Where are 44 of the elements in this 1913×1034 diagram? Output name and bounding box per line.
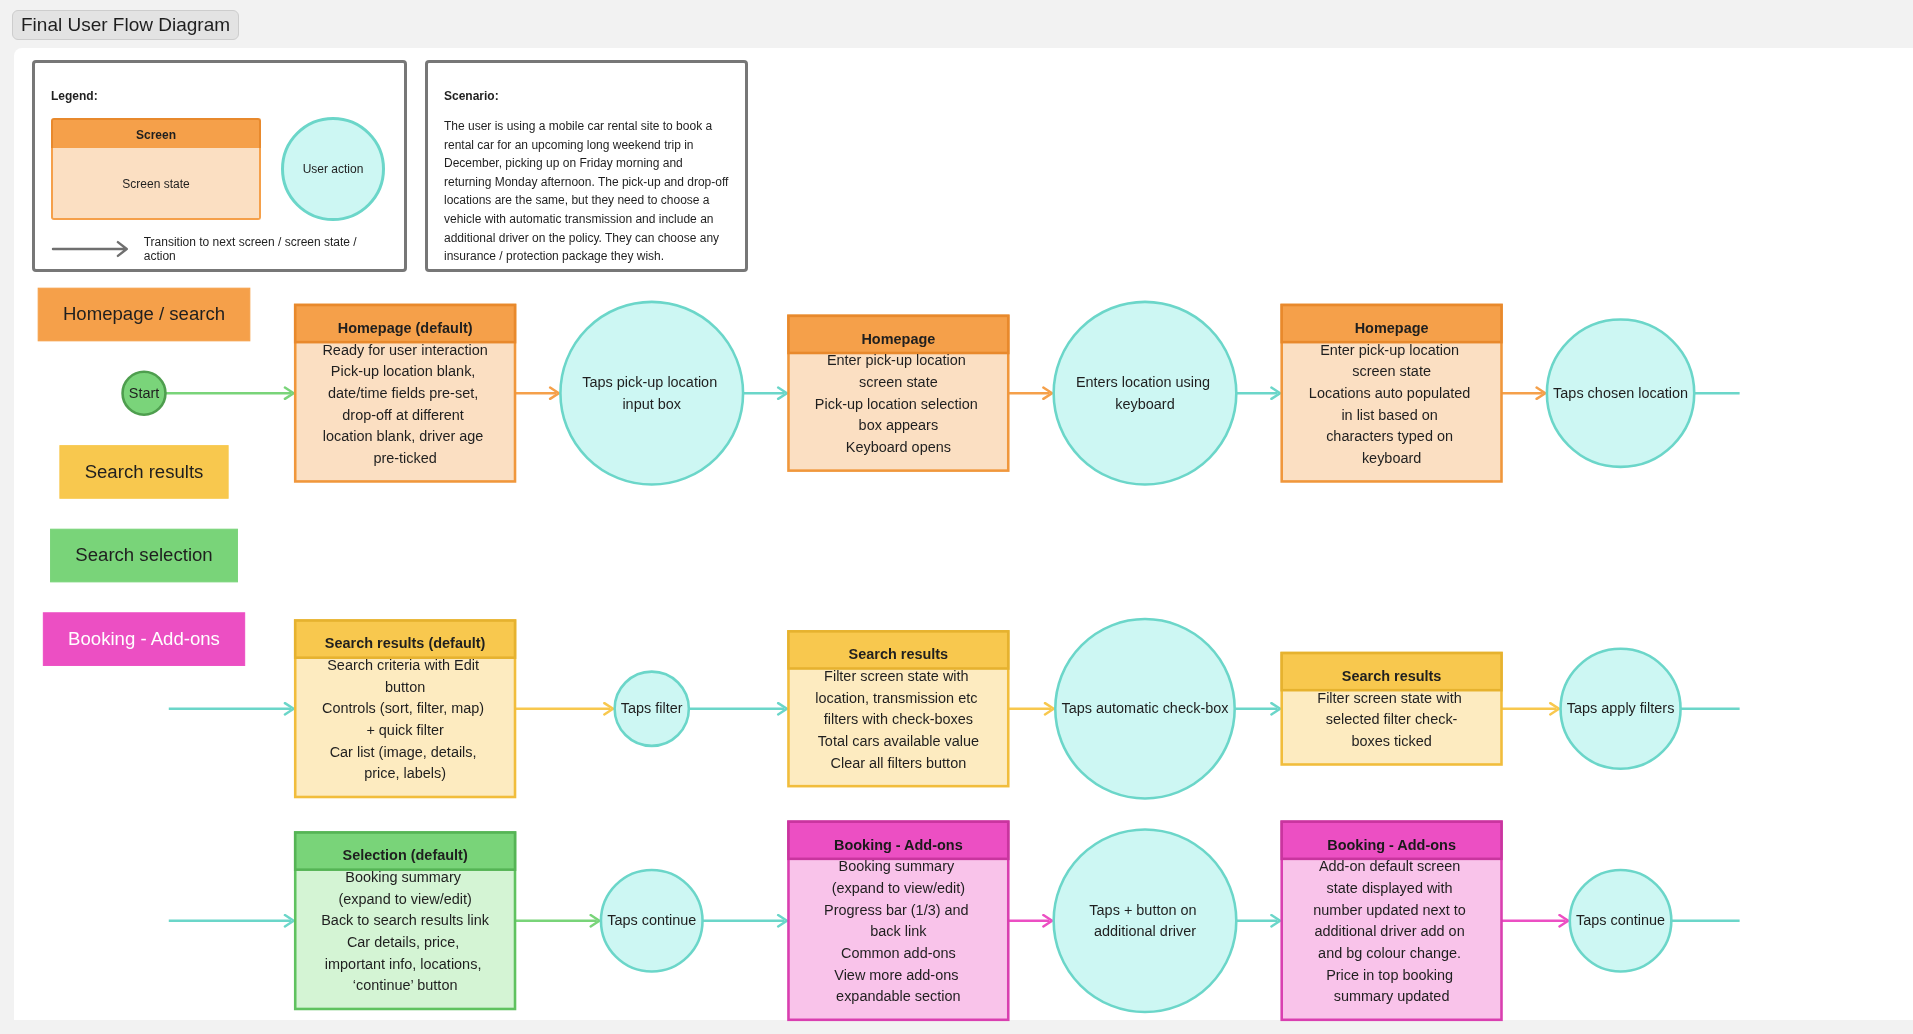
arrow — [1008, 701, 1055, 716]
arrow — [515, 386, 561, 401]
legend-heading: Legend: — [51, 89, 99, 103]
node-circle — [599, 868, 704, 973]
node-circle — [1052, 828, 1238, 1014]
arrow — [168, 913, 295, 928]
node-box — [37, 287, 251, 342]
arrow — [702, 913, 789, 928]
node-circle — [1559, 647, 1682, 771]
arrow — [515, 913, 601, 928]
node-circle — [1054, 617, 1236, 800]
arrow — [1501, 913, 1570, 928]
node-circle — [613, 670, 691, 748]
node-circle — [1052, 300, 1238, 486]
arrow — [1236, 913, 1282, 928]
screen-state-sample: Screen state — [51, 148, 261, 220]
arrow — [1236, 386, 1282, 401]
canvas-board: Legend: Screen Screen state User action Transition to next screen / screen state / action Scenario: The user is using a mobile car rental site to book a rental car for an upcoming long weekend trip in December, picking up on Friday morning and returning Monday afternoon. The pick-up and drop-off locations are the same, but they need to choose a vehicle with automatic transmission and include an additional driver on the policy. They can choose any insurance / protection package they wish. Homepage / search Start Homepage (default) Ready for user interaction Pick-up location blank, date/time fields pre-set, drop-off at different location blank, driver age pre-ticked Taps pick-up location input box Homepage Enter pick-up location screen state Pick-up location selection box appears Keyboard opens Enters location using keyboard Homepage Enter pick-up location screen state Locations auto populated in list based on characters typed on keyboard Taps chosen location Search results Search results (default) Search criteria with Edit button Controls (sort, filter, map) + quick filter Car list (image, details, price, labels) Taps filter Search results Filter screen state with location, transmission etc filters with check-boxes Total cars available value Clear all filters button Taps automatic check-box Search results Filter screen state with selected filter check-boxes ticked Search selection Selection (default) Booking summary (expand to view/edit) Back to search results link Car details, price, important info, locations, ‘continue’ button Taps continue Taps apply filters Booking - Add-ons Booking - Add-ons Booking summary (expand to view/edit) Progress bar (1/3) and back link Common add-ons View more add-ons expandable section Taps + button on additional driver Booking - Add-ons Add-on default screen state displayed with number updated next to additional driver add on and bg colour change. Price in top booking summary updated Taps continue — [14, 48, 1913, 1020]
node-box — [59, 445, 229, 499]
node-box — [42, 612, 246, 666]
legend-label: Transition to next screen / screen state / action — [143, 235, 358, 263]
diagram-title: Final User Flow Diagram — [12, 10, 240, 40]
screen-header-sample: Screen — [51, 118, 261, 148]
connector — [1680, 707, 1740, 711]
arrow — [1234, 701, 1282, 716]
node-circle — [1545, 318, 1696, 469]
node-circle — [1568, 868, 1673, 973]
user-action-circle-sample: User action — [281, 117, 385, 221]
connector — [1671, 919, 1740, 923]
connector — [1694, 391, 1740, 395]
arrow — [168, 701, 295, 716]
arrow — [1008, 913, 1054, 928]
arrow — [1501, 701, 1561, 716]
arrow — [515, 701, 615, 716]
arrow — [688, 701, 789, 716]
node-circle — [559, 300, 745, 486]
scenario-text: The user is using a mobile car rental site to book a rental car for an upcoming long weekend trip in December, picking up on Friday morning and returning Monday afternoon. The pick-up and drop-off locations are the same, but they need to choose a vehicle with automatic transmission and include an additional driver on the policy. They can choose any insurance / protection package they wish. — [444, 118, 729, 266]
arrow — [1008, 386, 1054, 401]
scenario-heading: Scenario: — [444, 89, 500, 103]
arrow — [1501, 386, 1547, 401]
node-circle — [121, 370, 167, 416]
arrow — [165, 386, 295, 401]
arrow — [743, 386, 789, 401]
node-box — [50, 528, 238, 583]
